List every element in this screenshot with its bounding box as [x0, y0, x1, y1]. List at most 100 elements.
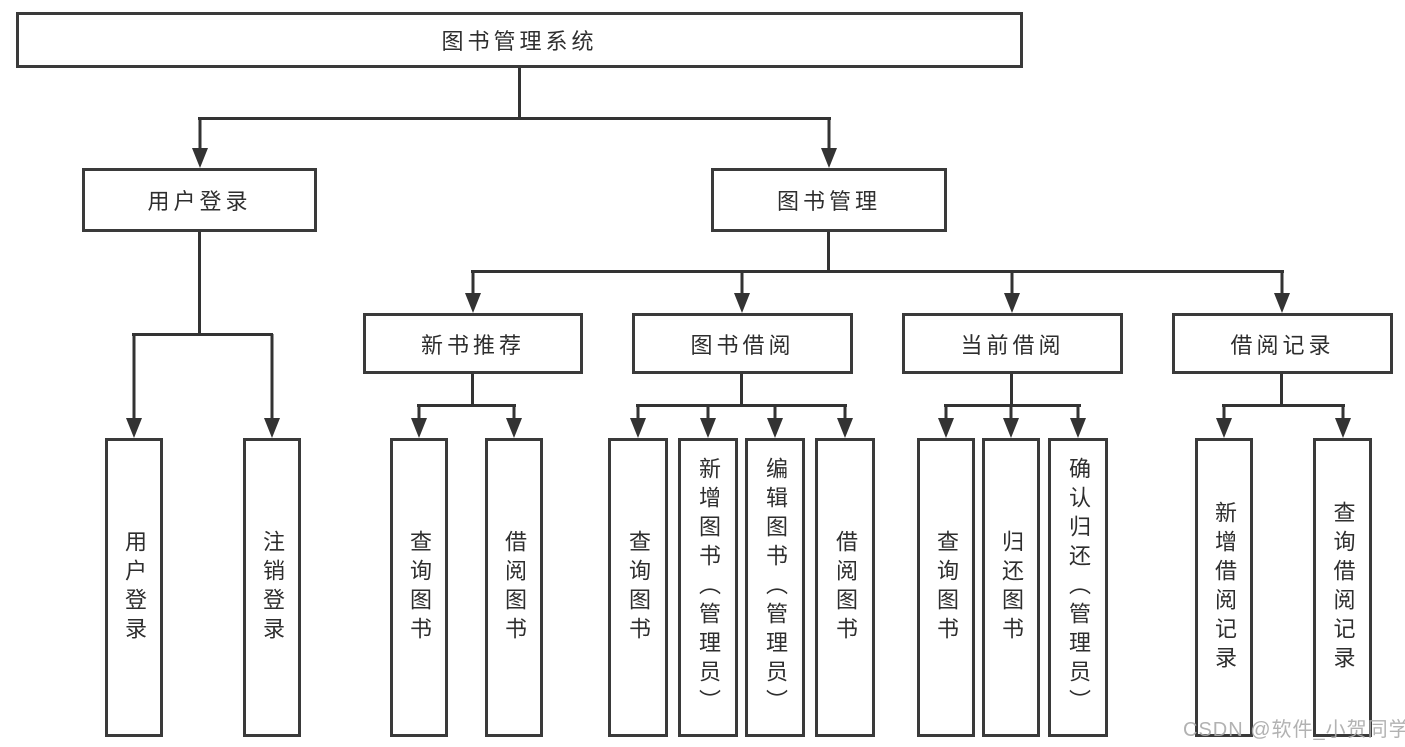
connector-line	[944, 404, 1081, 407]
leaf-confirm-return-admin: 确认归还（管理员）	[1048, 438, 1108, 737]
arrowhead-icon	[126, 418, 142, 438]
leaf-query-borrow-record: 查询借阅记录	[1313, 438, 1372, 737]
connector-arrow	[192, 118, 208, 168]
arrowhead-icon	[821, 148, 837, 168]
leaf-borrow-books-newrec: 借阅图书	[485, 438, 543, 737]
connector-line	[843, 405, 847, 421]
connector-line	[1076, 405, 1080, 421]
connector-arrow	[1003, 405, 1019, 438]
node-label: 借阅图书	[502, 529, 527, 646]
connector-arrow	[465, 271, 481, 313]
leaf-return-books: 归还图书	[982, 438, 1040, 737]
connector-line	[198, 118, 202, 151]
node-label: 编辑图书（管理员）	[763, 457, 788, 718]
arrowhead-icon	[1216, 418, 1232, 438]
node-label: 图书管理	[776, 189, 881, 214]
connector-line	[270, 334, 274, 421]
arrowhead-icon	[938, 418, 954, 438]
node-label: 用户登录	[122, 529, 147, 646]
connector-arrow	[1004, 271, 1020, 313]
node-label: 查询借阅记录	[1330, 500, 1356, 675]
connector-line	[518, 68, 521, 119]
connector-line	[636, 405, 640, 421]
connector-arrow	[734, 271, 750, 313]
connector-arrow	[700, 405, 716, 438]
connector-line	[1341, 405, 1345, 421]
connector-line	[740, 374, 743, 407]
connector-arrow	[506, 405, 522, 438]
leaf-logout: 注销登录	[243, 438, 301, 737]
leaf-query-books-newrec: 查询图书	[390, 438, 448, 737]
node-label: 注销登录	[260, 529, 285, 646]
node-label: 借阅记录	[1230, 332, 1335, 358]
connector-line	[636, 404, 847, 407]
node-label: 用户登录	[147, 189, 252, 214]
node-book-borrowing: 图书借阅	[632, 313, 853, 374]
connector-line	[1280, 271, 1284, 296]
leaf-add-borrow-record: 新增借阅记录	[1195, 438, 1253, 737]
arrowhead-icon	[767, 418, 783, 438]
node-label: 借阅图书	[833, 529, 858, 646]
connector-arrow	[1216, 405, 1232, 438]
leaf-add-books-admin: 新增图书（管理员）	[678, 438, 738, 737]
arrowhead-icon	[1274, 293, 1290, 313]
node-library-system: 图书管理系统	[16, 12, 1023, 68]
connector-arrow	[837, 405, 853, 438]
node-current-borrowing: 当前借阅	[902, 313, 1123, 374]
node-label: 查询图书	[626, 529, 651, 646]
connector-line	[132, 333, 273, 336]
node-borrowing-records: 借阅记录	[1172, 313, 1393, 374]
connector-arrow	[821, 118, 837, 168]
connector-line	[512, 405, 516, 421]
node-label: 查询图书	[407, 529, 432, 646]
connector-line	[706, 405, 710, 421]
connector-line	[198, 232, 201, 335]
arrowhead-icon	[1070, 418, 1086, 438]
node-book-management: 图书管理	[711, 168, 947, 232]
node-label: 图书管理系统	[441, 29, 598, 54]
node-label: 新书推荐	[420, 332, 525, 358]
connector-arrow	[264, 334, 280, 438]
connector-arrow	[411, 405, 427, 438]
arrowhead-icon	[734, 293, 750, 313]
node-label: 当前借阅	[960, 332, 1065, 358]
leaf-query-books-borrow: 查询图书	[608, 438, 668, 737]
connector-line	[417, 405, 421, 421]
arrowhead-icon	[264, 418, 280, 438]
arrowhead-icon	[1004, 293, 1020, 313]
connector-line	[827, 232, 830, 273]
connector-arrow	[938, 405, 954, 438]
connector-arrow	[1274, 271, 1290, 313]
connector-line	[1010, 271, 1014, 296]
connector-line	[827, 118, 831, 151]
connector-arrow	[126, 334, 142, 438]
connector-line	[471, 374, 474, 407]
node-label: 新增图书（管理员）	[696, 457, 721, 718]
connector-arrow	[630, 405, 646, 438]
node-user-login: 用户登录	[82, 168, 317, 232]
connector-line	[471, 271, 475, 296]
node-label: 新增借阅记录	[1212, 500, 1237, 675]
node-label: 确认归还（管理员）	[1066, 457, 1091, 718]
node-new-book-recommend: 新书推荐	[363, 313, 583, 374]
arrowhead-icon	[1335, 418, 1351, 438]
arrowhead-icon	[465, 293, 481, 313]
node-label: 图书借阅	[690, 332, 795, 358]
connector-line	[1009, 405, 1013, 421]
arrowhead-icon	[837, 418, 853, 438]
arrowhead-icon	[506, 418, 522, 438]
connector-line	[198, 117, 831, 120]
leaf-user-login: 用户登录	[105, 438, 163, 737]
arrowhead-icon	[192, 148, 208, 168]
connector-line	[1222, 404, 1345, 407]
csdn-watermark: CSDN @软件_小贺同学	[1183, 719, 1405, 741]
connector-line	[944, 405, 948, 421]
connector-line	[1222, 405, 1226, 421]
connector-arrow	[1070, 405, 1086, 438]
connector-line	[132, 334, 136, 421]
leaf-query-books-current: 查询图书	[917, 438, 975, 737]
leaf-edit-books-admin: 编辑图书（管理员）	[745, 438, 805, 737]
connector-line	[1010, 374, 1013, 407]
connector-line	[417, 404, 516, 407]
